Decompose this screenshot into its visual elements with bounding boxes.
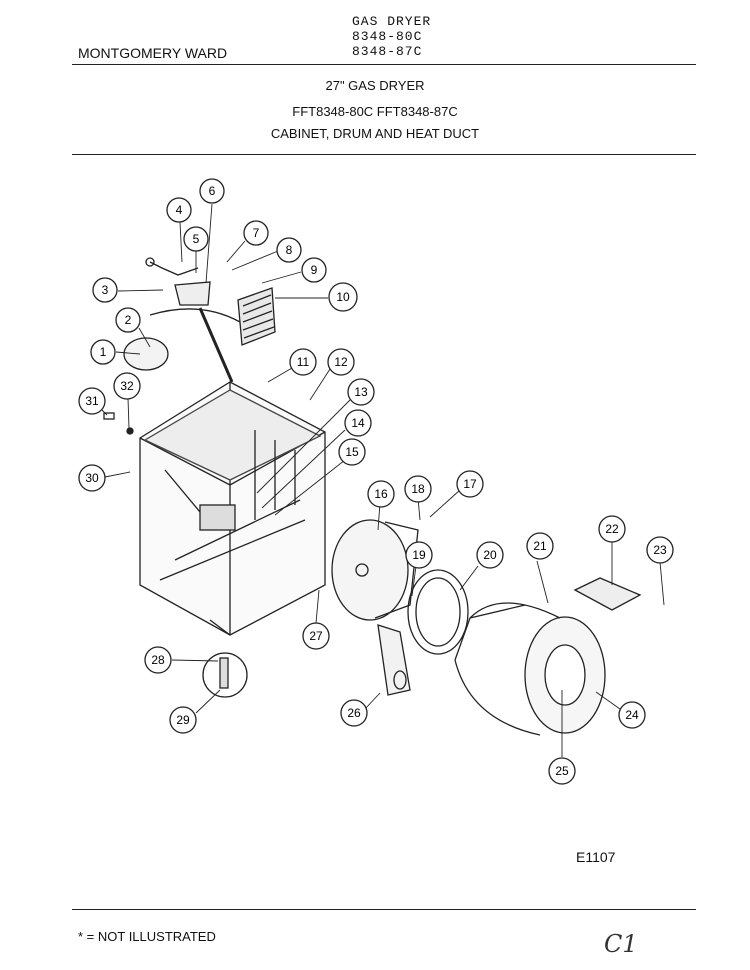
- callout-10: 10: [328, 282, 358, 312]
- part-32-drawing: [126, 427, 134, 435]
- title-rule: [72, 154, 696, 155]
- callout-13-label: 13: [354, 385, 368, 399]
- callout-24-label: 24: [625, 708, 639, 722]
- callout-27: 27: [302, 622, 330, 650]
- callout-5-label: 5: [193, 232, 200, 246]
- callout-6: 6: [199, 178, 225, 204]
- callout-28-label: 28: [151, 653, 165, 667]
- model-numbers: FFT8348-80C FFT8348-87C: [292, 104, 458, 119]
- callout-16: 16: [367, 480, 395, 508]
- front-bulkhead-drawing: [331, 519, 419, 621]
- idler-drawing: [202, 652, 248, 698]
- leader-lines: [101, 203, 665, 757]
- callout-15: 15: [338, 438, 366, 466]
- callout-14: 14: [344, 409, 372, 437]
- callout-19-label: 19: [412, 548, 426, 562]
- callout-25-label: 25: [555, 764, 569, 778]
- lint-duct-drawing: [377, 624, 411, 696]
- callout-7: 7: [243, 220, 269, 246]
- callout-9-label: 9: [311, 263, 318, 277]
- heat-shield-drawing: [573, 577, 642, 611]
- brand-name: MONTGOMERY WARD: [78, 45, 228, 61]
- callout-30: 30: [78, 464, 106, 492]
- model-header-line-3: 8348-87C: [352, 44, 423, 59]
- callout-14-label: 14: [351, 416, 365, 430]
- callout-10-label: 10: [336, 290, 350, 304]
- callout-21: 21: [526, 532, 554, 560]
- callout-4-label: 4: [176, 203, 183, 217]
- callout-3: 3: [92, 277, 118, 303]
- callout-32: 32: [113, 372, 141, 400]
- heat-duct-drawing: [145, 257, 276, 383]
- callout-32-label: 32: [120, 379, 134, 393]
- callout-19: 19: [405, 541, 433, 569]
- callout-16-label: 16: [374, 487, 388, 501]
- diagram-title: 27" GAS DRYER: [325, 78, 425, 93]
- model-header-line-2: 8348-80C: [352, 29, 423, 44]
- callout-29: 29: [169, 706, 197, 734]
- model-header: GAS DRYER 8348-80C 8348-87C: [352, 14, 431, 59]
- handwritten-mark: C1: [604, 930, 638, 958]
- footer-rule: [72, 909, 696, 910]
- callout-22-label: 22: [605, 522, 619, 536]
- drum-drawing: [454, 602, 606, 736]
- callout-20: 20: [476, 541, 504, 569]
- document-id: E1107: [576, 849, 616, 865]
- callout-11: 11: [289, 348, 317, 376]
- callout-26-label: 26: [347, 706, 361, 720]
- callout-13: 13: [347, 378, 375, 406]
- callout-7-label: 7: [253, 226, 260, 240]
- cabinet-drawing: [139, 381, 326, 636]
- callout-12-label: 12: [334, 355, 348, 369]
- callout-22: 22: [598, 515, 626, 543]
- callout-24: 24: [618, 701, 646, 729]
- seal-ring-drawing: [407, 569, 469, 655]
- callout-18: 18: [404, 475, 432, 503]
- callout-5: 5: [183, 226, 209, 252]
- callout-3-label: 3: [102, 283, 109, 297]
- callout-31-label: 31: [85, 394, 99, 408]
- callout-28: 28: [144, 646, 172, 674]
- callout-25: 25: [548, 757, 576, 785]
- callout-29-label: 29: [176, 713, 190, 727]
- callout-2: 2: [115, 307, 141, 333]
- callout-27-label: 27: [309, 629, 323, 643]
- callout-1: 1: [90, 339, 116, 365]
- callout-8: 8: [276, 237, 302, 263]
- callout-20-label: 20: [483, 548, 497, 562]
- callout-23-label: 23: [653, 543, 667, 557]
- callout-12: 12: [327, 348, 355, 376]
- part-1-drawing: [123, 337, 169, 371]
- callout-6-label: 6: [209, 184, 216, 198]
- callout-30-label: 30: [85, 471, 99, 485]
- callout-26: 26: [340, 699, 368, 727]
- callout-9: 9: [301, 257, 327, 283]
- callout-23: 23: [646, 536, 674, 564]
- callout-8-label: 8: [286, 243, 293, 257]
- callout-4: 4: [166, 197, 192, 223]
- section-title: CABINET, DRUM AND HEAT DUCT: [270, 126, 480, 141]
- part-31-drawing: [103, 412, 115, 420]
- model-header-line-1: GAS DRYER: [352, 14, 432, 29]
- callout-17-label: 17: [463, 477, 477, 491]
- callout-1-label: 1: [100, 345, 107, 359]
- callout-11-label: 11: [297, 355, 310, 369]
- callout-31: 31: [78, 387, 106, 415]
- header-rule: [72, 64, 696, 65]
- not-illustrated-note: * = NOT ILLUSTRATED: [78, 929, 216, 944]
- callout-15-label: 15: [345, 445, 359, 459]
- callout-18-label: 18: [411, 482, 425, 496]
- callout-21-label: 21: [533, 539, 547, 553]
- callout-17: 17: [456, 470, 484, 498]
- callout-2-label: 2: [125, 313, 132, 327]
